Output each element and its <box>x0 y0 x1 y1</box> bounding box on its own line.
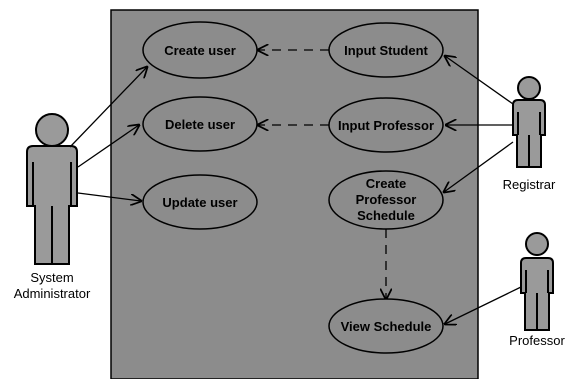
actor-label: Professor <box>509 333 565 348</box>
use-case-update-user: Update user <box>142 174 258 230</box>
use-case-label: Update user <box>162 195 237 210</box>
use-case-label: Delete user <box>165 117 235 132</box>
actor-label: System <box>30 270 73 285</box>
use-case-input-professor: Input Professor <box>328 97 444 153</box>
association-arrow <box>445 56 514 105</box>
use-case-label: Professor <box>356 192 417 207</box>
actor-professor: Professor <box>509 232 565 348</box>
association-arrow <box>77 125 139 168</box>
association-arrow <box>77 192 141 201</box>
actor-system-administrator: System Administrator <box>14 113 91 301</box>
use-case-delete-user: Delete user <box>142 96 258 152</box>
use-case-view-schedule: View Schedule <box>328 298 444 354</box>
use-case-create-user: Create user <box>142 21 258 79</box>
association-arrow <box>69 67 147 148</box>
use-case-label: View Schedule <box>341 319 432 334</box>
actor-label: Registrar <box>503 177 556 192</box>
actor-label: Administrator <box>14 286 91 301</box>
use-case-input-student: Input Student <box>328 22 444 78</box>
actor-figure-icon <box>512 76 546 168</box>
actor-figure-icon <box>26 113 78 265</box>
use-case-label: Input Professor <box>338 118 434 133</box>
association-arrow <box>445 286 522 324</box>
use-case-label: Schedule <box>357 208 415 223</box>
use-case-create-professor-schedule: Create Professor Schedule <box>328 170 444 230</box>
actor-registrar: Registrar <box>503 76 556 192</box>
association-arrow <box>444 141 514 192</box>
actor-figure-icon <box>520 232 554 331</box>
use-case-label: Create <box>366 176 406 191</box>
use-case-label: Create user <box>164 43 236 58</box>
use-case-label: Input Student <box>344 43 428 58</box>
